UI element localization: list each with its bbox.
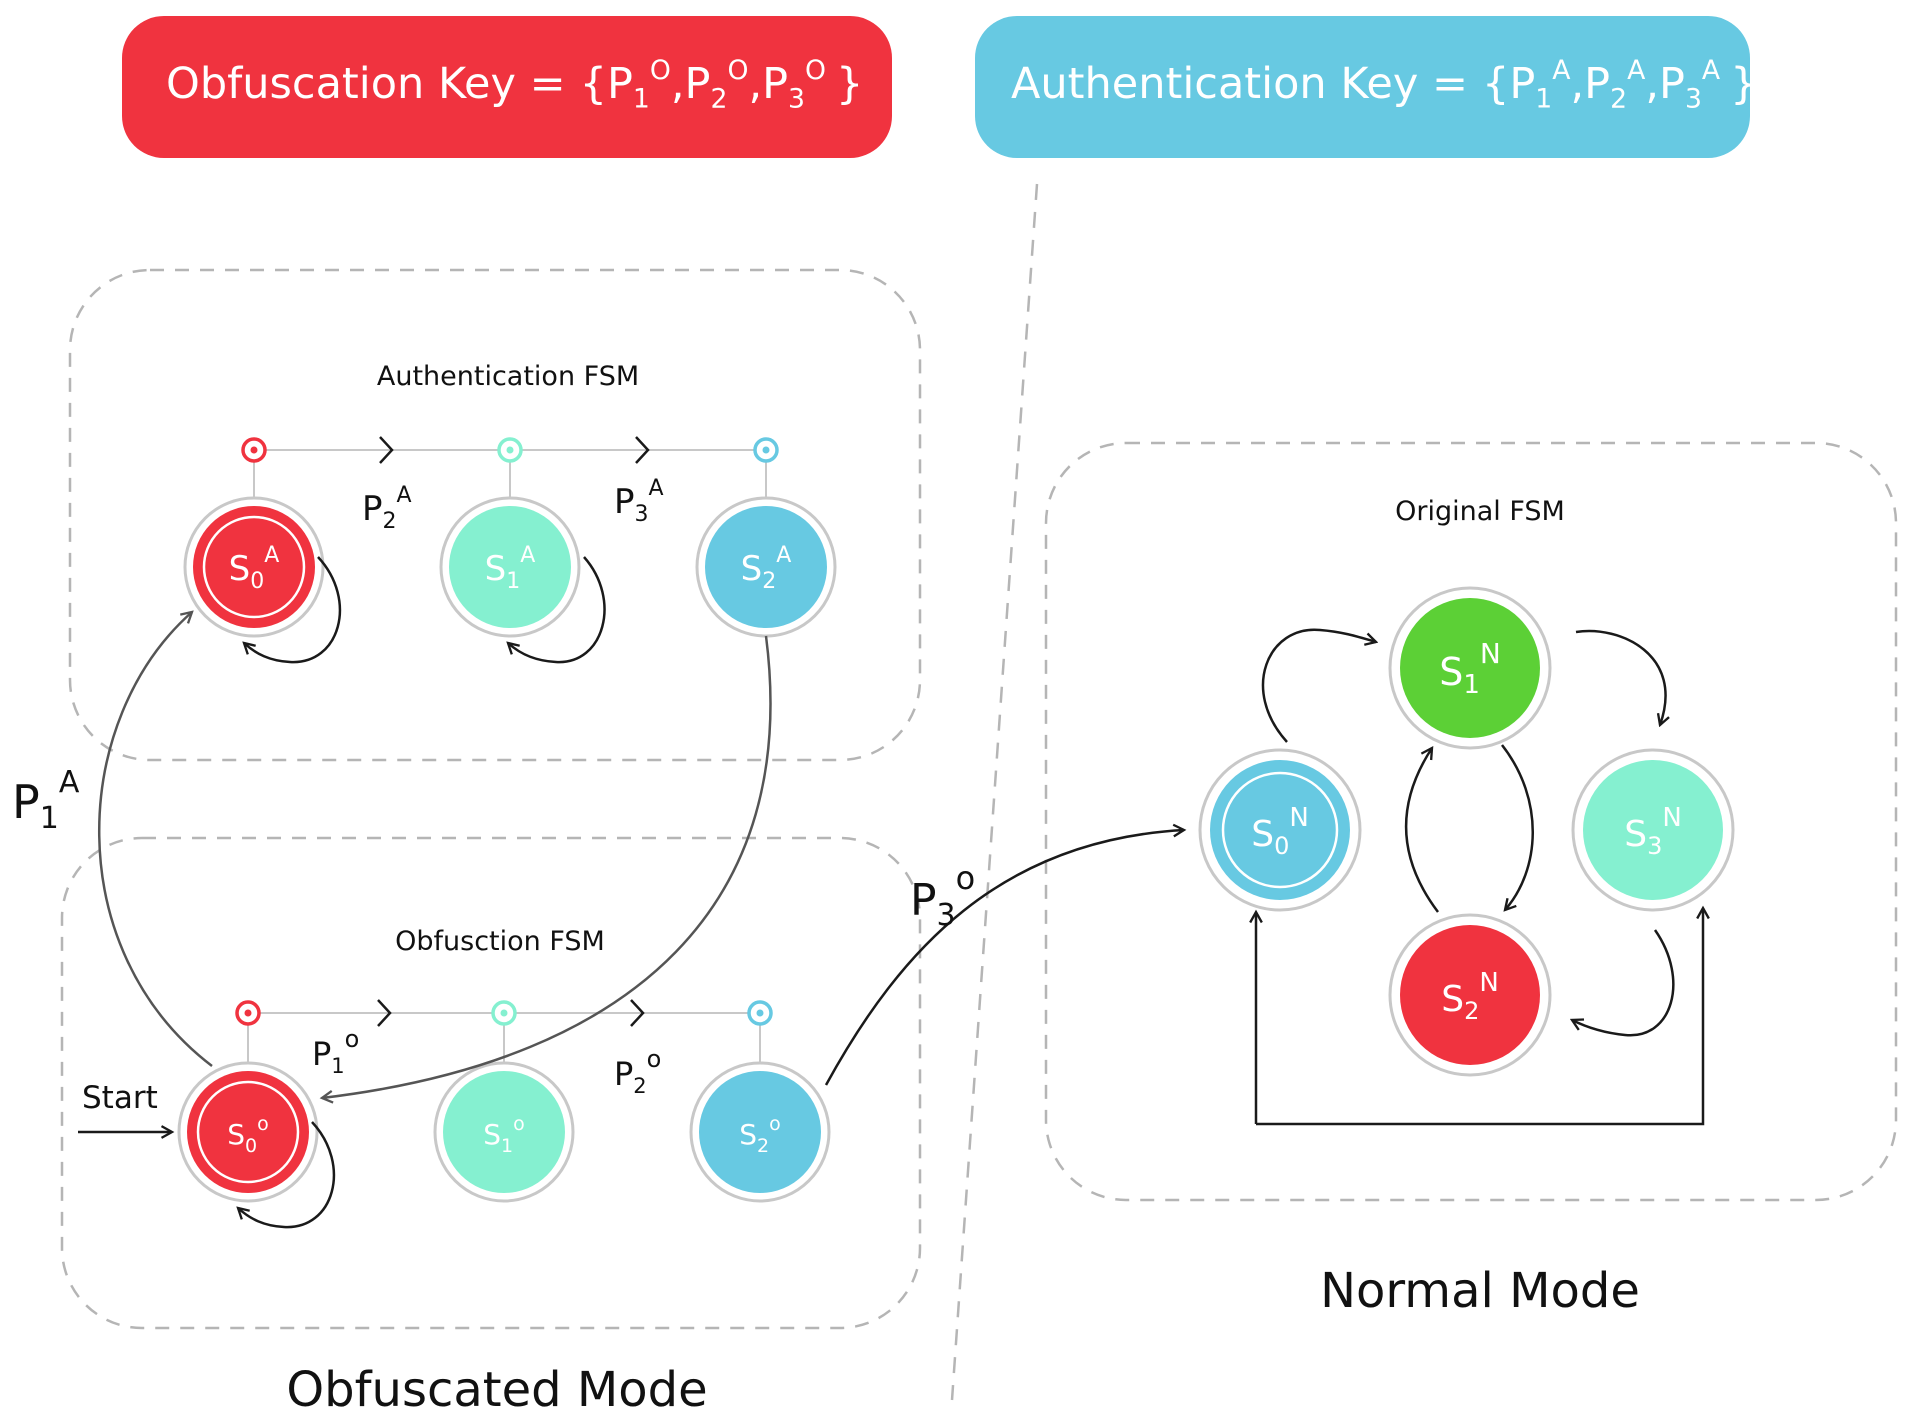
state-s0n-label: S (1251, 814, 1274, 855)
state-s2n-label: S (1441, 979, 1464, 1020)
state-s2a: S2A (695, 496, 837, 638)
state-s0o-label: S (227, 1118, 245, 1151)
self-loop-s0o (238, 1121, 336, 1229)
authentication-key-item-2: P2A, (1584, 54, 1659, 115)
authentication-fsm-title: Authentication FSM (377, 361, 639, 392)
state-s0o: S0o (177, 1061, 319, 1203)
svg-text:S2A: S2A (741, 543, 792, 594)
transition-p3o-arrow (824, 830, 1184, 1086)
state-s1a-label: S (485, 549, 507, 589)
state-s1a: S1A (439, 496, 581, 638)
authentication-key-item-1: P1A, (1509, 54, 1585, 115)
obfuscation-key-box: Obfuscation Key = { P1O, P2O, P3O } (122, 16, 892, 158)
svg-text:S3N: S3N (1624, 803, 1682, 860)
transition-label-p3o: P3o (910, 859, 975, 933)
state-s2o-label: S (739, 1118, 757, 1151)
state-s3n: S3N (1571, 748, 1735, 912)
obfuscation-key-item-1: P1O, (606, 54, 685, 115)
transition-s2a-to-s0o-arrow (322, 635, 772, 1098)
svg-text:S0o: S0o (227, 1113, 269, 1157)
obfuscation-key-label: Obfuscation Key = (166, 59, 566, 110)
original-fsm-box (1044, 441, 1898, 1202)
svg-text:S0A: S0A (229, 543, 280, 594)
svg-text:S2o: S2o (739, 1113, 781, 1157)
state-s1o-label: S (483, 1118, 501, 1151)
transition-label-p2o: P2o (614, 1045, 661, 1098)
svg-text:S0N: S0N (1251, 803, 1309, 860)
transition-p1a-arrow (98, 612, 213, 1067)
authentication-key-box: Authentication Key = { P1A, P2A, P3A } (975, 16, 1758, 158)
transition-label-p1o: P1o (312, 1025, 359, 1078)
original-fsm-title: Original FSM (1395, 496, 1565, 527)
state-s0n: S0N (1198, 748, 1362, 912)
obfuscation-key-open: { (579, 59, 607, 110)
state-s2o: S2o (689, 1061, 831, 1203)
state-s2a-label: S (741, 549, 763, 589)
svg-text:S1A: S1A (485, 543, 536, 594)
authentication-key-label: Authentication Key = (1011, 59, 1468, 110)
state-s1n-label: S (1439, 650, 1463, 694)
transition-s0n-s3n-loop (1256, 908, 1703, 1126)
self-loop-s0a (244, 556, 342, 664)
obfuscated-mode-label: Obfuscated Mode (286, 1362, 707, 1418)
state-s1n: S1N (1388, 586, 1552, 750)
normal-mode-label: Normal Mode (1320, 1263, 1640, 1319)
obfuscation-timeline (235, 999, 773, 1062)
state-s2n: S2N (1388, 913, 1552, 1077)
state-s1o: S1o (433, 1061, 575, 1203)
svg-text:S1N: S1N (1439, 637, 1501, 700)
transition-s1n-to-s2n (1501, 744, 1534, 910)
transition-s3n-to-s2n (1572, 929, 1675, 1037)
authentication-key-text: Authentication Key = { P1A, P2A, P3A } (1011, 54, 1758, 115)
authentication-fsm-box (68, 268, 922, 762)
transition-label-p2a: P2A (362, 483, 412, 534)
state-s0a: S0A (183, 496, 325, 638)
authentication-timeline (241, 436, 779, 500)
start-label: Start (82, 1080, 158, 1116)
transition-s2n-to-s1n (1404, 748, 1439, 913)
obfuscation-key-text: Obfuscation Key = { P1O, P2O, P3O } (166, 54, 864, 115)
obfuscation-key-item-3: P3O (762, 54, 826, 115)
obfuscation-fsm-title: Obfusction FSM (395, 926, 605, 957)
transition-label-p3a: P3A (614, 476, 664, 527)
transition-s0n-to-s1n (1261, 628, 1376, 743)
obfuscation-key-close: } (836, 59, 864, 110)
transition-s1n-to-s3n (1575, 629, 1666, 725)
mode-divider (950, 183, 1039, 1401)
state-s3n-label: S (1624, 814, 1647, 855)
authentication-key-close: } (1730, 59, 1758, 110)
authentication-key-open: { (1481, 59, 1510, 110)
self-loop-s1a (508, 556, 606, 664)
svg-text:S2N: S2N (1441, 968, 1499, 1025)
authentication-key-item-3: P3A (1659, 54, 1721, 115)
obfuscation-key-item-2: P2O, (684, 54, 763, 115)
transition-label-p1a: P1A (12, 765, 80, 836)
state-s0a-label: S (229, 549, 251, 589)
svg-text:S1o: S1o (483, 1113, 525, 1157)
obfuscation-fsm-box (60, 836, 922, 1330)
